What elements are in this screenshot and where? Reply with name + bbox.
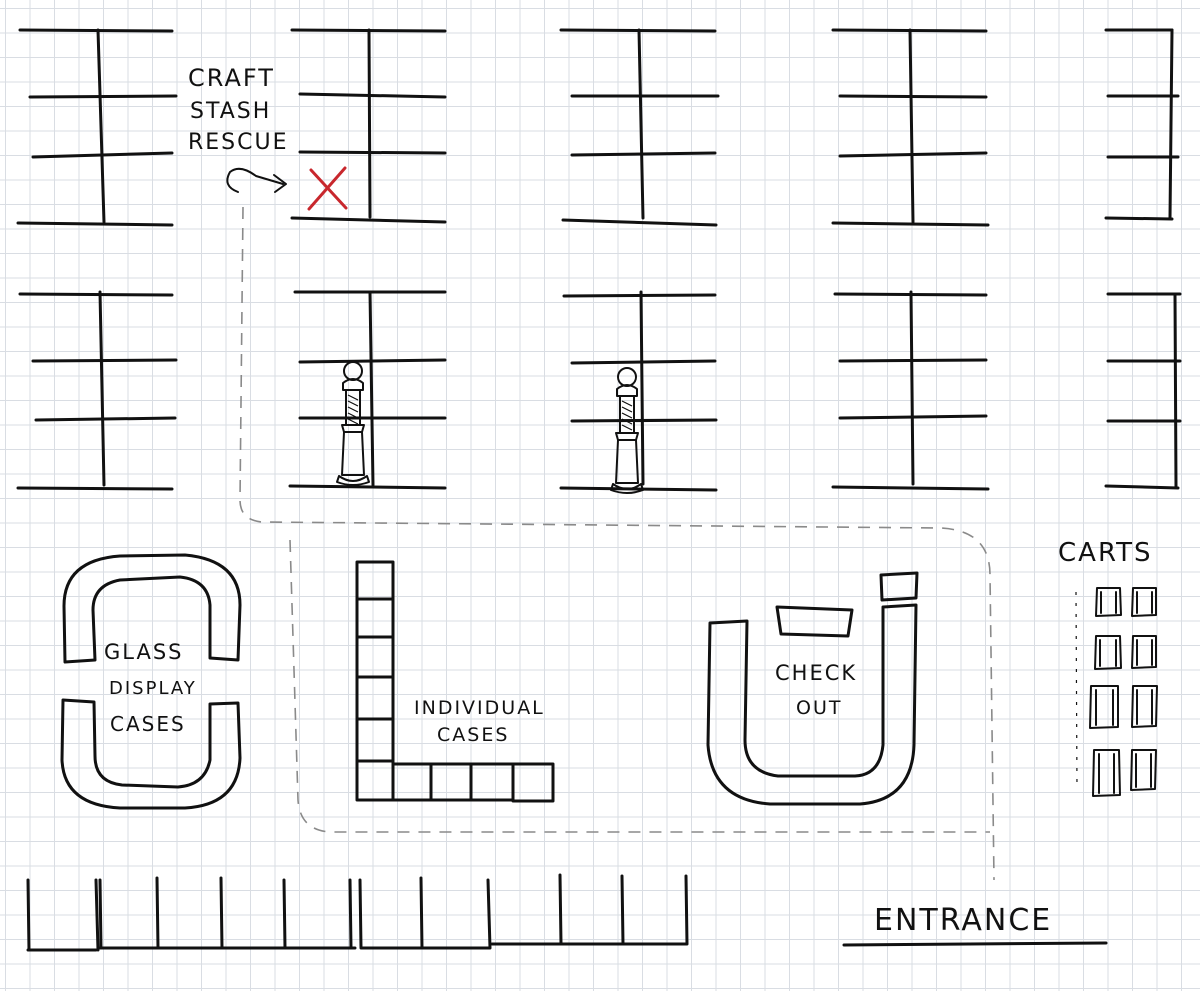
individual-cases: INDIVIDUAL CASES <box>355 560 555 803</box>
shelf-unit <box>559 28 720 227</box>
shelf-unit <box>16 290 178 491</box>
shelf-unit-partial <box>1104 28 1180 221</box>
craft-label-line-1: CRAFT <box>188 64 275 92</box>
craft-label-line-3: RESCUE <box>188 130 289 155</box>
shelf-unit <box>290 28 447 224</box>
shelf-unit <box>831 290 990 491</box>
shelf-unit <box>559 290 718 492</box>
shelf-row-top <box>16 28 1180 227</box>
checkout-label-line-1: CHECK <box>775 661 857 685</box>
carts-label: CARTS <box>1058 538 1153 568</box>
walking-route <box>239 206 995 881</box>
shopping-cart-icon <box>1092 749 1157 797</box>
curved-arrow-icon <box>226 167 287 193</box>
carts-area: CARTS <box>1058 538 1158 797</box>
individual-cases-label-line-2: CASES <box>437 724 509 746</box>
glass-display-cases: GLASS DISPLAY CASES <box>60 553 242 810</box>
shelf-unit <box>831 28 990 227</box>
glass-cases-label-line-1: GLASS <box>104 640 183 664</box>
entrance: ENTRANCE <box>842 903 1108 947</box>
shelf-unit <box>16 28 178 227</box>
bottom-wall-shelving <box>26 873 689 952</box>
decorative-column-icon <box>336 361 370 486</box>
entrance-label: ENTRANCE <box>874 903 1052 938</box>
decorative-column-icon <box>610 367 644 494</box>
shopping-cart-icon <box>1094 635 1157 670</box>
craft-stash-rescue-label: CRAFT STASH RESCUE <box>188 64 289 155</box>
glass-cases-label-line-3: CASES <box>110 712 186 736</box>
individual-cases-label-line-1: INDIVIDUAL <box>414 697 545 719</box>
glass-cases-label-line-2: DISPLAY <box>109 678 197 699</box>
checkout-label-line-2: OUT <box>796 697 842 719</box>
red-x-icon <box>307 166 348 211</box>
checkout-counter: CHECK OUT <box>706 571 919 806</box>
shelf-row-middle <box>16 290 1182 492</box>
shopping-cart-icon <box>1089 685 1158 729</box>
craft-label-line-2: STASH <box>190 99 271 124</box>
shopping-cart-icon <box>1095 587 1157 617</box>
shelf-unit-partial <box>1104 292 1182 490</box>
shelf-unit <box>288 290 447 490</box>
